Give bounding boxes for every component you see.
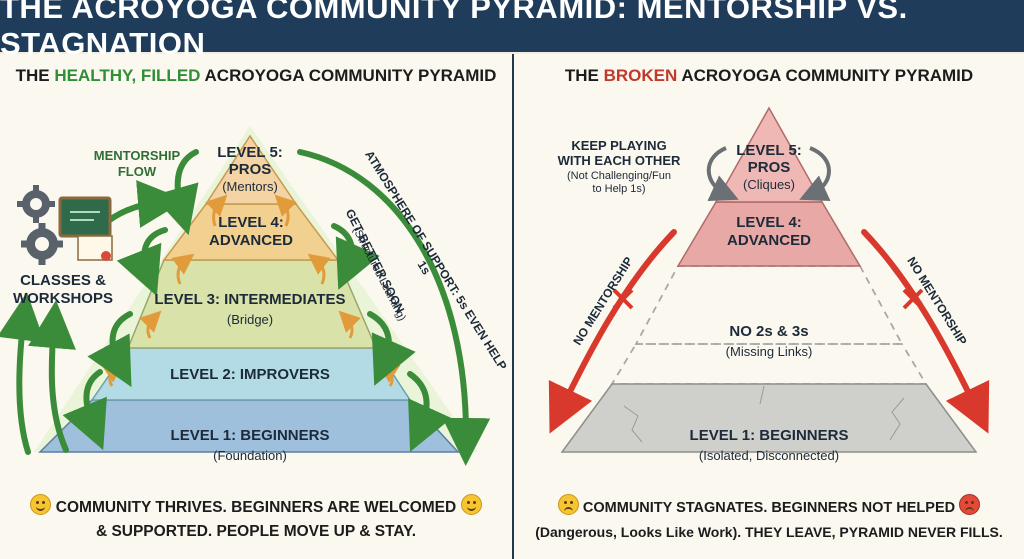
level-4-label: LEVEL 4:ADVANCED — [209, 214, 293, 249]
broken-panel: THE BROKEN ACROYOGA COMMUNITY PYRAMID — [514, 54, 1024, 559]
broken-level-5-label: LEVEL 5:PROS(Cliques) — [736, 142, 802, 192]
chalkboard-icon — [58, 196, 112, 238]
mentorship-arrows — [0, 149, 491, 466]
broken-highlight: BROKEN — [603, 66, 678, 85]
page-title: THE ACROYOGA COMMUNITY PYRAMID: MENTORSH… — [0, 0, 908, 61]
certificate-icon — [77, 235, 113, 261]
broken-level-4-label: LEVEL 4:ADVANCED — [727, 214, 811, 249]
sad-face-icon — [557, 494, 579, 515]
broken-pyramid-graphic — [548, 106, 990, 453]
healthy-subtitle: THE HEALTHY, FILLED ACROYOGA COMMUNITY P… — [15, 66, 497, 85]
level-5-label: LEVEL 5:PROS(Mentors) — [217, 144, 283, 194]
level-3-label: LEVEL 3: INTERMEDIATES(Bridge) — [154, 291, 346, 327]
cracks — [623, 385, 905, 443]
happy-face-icon — [460, 494, 482, 515]
blocked-x-icons — [612, 288, 924, 310]
healthy-highlight: HEALTHY, FILLED — [54, 66, 201, 85]
level-1-label: LEVEL 1: BEGINNERS(Foundation) — [170, 427, 330, 463]
healthy-pyramid-graphic — [0, 126, 491, 466]
happy-face-icon — [30, 494, 52, 515]
no-mentorship-arrows — [548, 229, 990, 434]
level-5-tier — [204, 134, 298, 205]
gear-icon — [17, 185, 55, 223]
healthy-footer: COMMUNITY THRIVES. BEGINNERS ARE WELCOME… — [0, 494, 512, 544]
gear-icon — [21, 223, 63, 265]
level-5-broken-tier — [714, 106, 824, 203]
broken-footer: COMMUNITY STAGNATES. BEGINNERS NOT HELPE… — [514, 494, 1024, 545]
level-2-label: LEVEL 2: IMPROVERS — [170, 366, 330, 383]
title-banner: THE ACROYOGA COMMUNITY PYRAMID: MENTORSH… — [0, 0, 1024, 61]
healthy-panel: THE HEALTHY, FILLED ACROYOGA COMMUNITY P… — [0, 54, 514, 559]
missing-links-label: NO 2s & 3s(Missing Links) — [725, 323, 813, 359]
angry-face-icon — [959, 494, 981, 515]
broken-level-1-label: LEVEL 1: BEGINNERS(Isolated, Disconnecte… — [689, 427, 849, 463]
broken-subtitle: THE BROKEN ACROYOGA COMMUNITY PYRAMID — [564, 66, 974, 85]
classes-workshops-label: CLASSES &WORKSHOPS — [12, 272, 113, 307]
clique-loop-arrows — [706, 146, 831, 201]
